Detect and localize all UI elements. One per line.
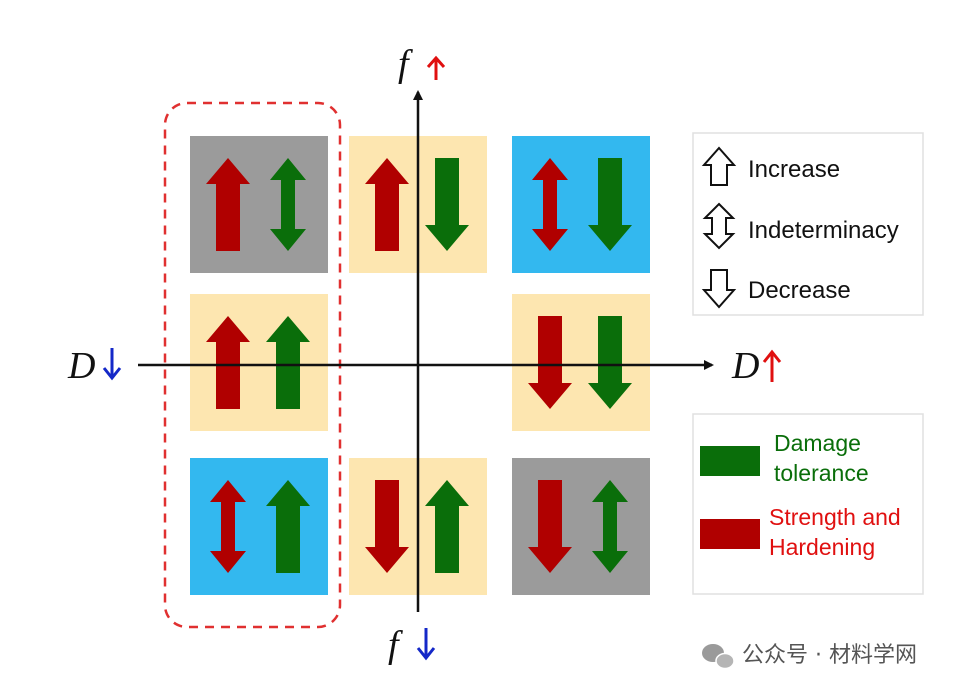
f-bottom-blue-down-arrow-icon [416, 628, 436, 661]
damage-tolerance-label-line1: Damage [774, 430, 861, 456]
strength-down-arrow-icon [528, 316, 572, 409]
damage-tolerance-updown-arrow-icon [270, 158, 306, 251]
strength-up-arrow-icon [365, 158, 409, 251]
cell-background [190, 136, 328, 273]
cell-r2c2 [512, 458, 650, 595]
outline-updown-arrow-icon [702, 202, 736, 250]
damage-tolerance-up-arrow-icon [266, 480, 310, 573]
watermark-text: 公众号 · 材料学网 [742, 643, 917, 668]
color-legend-box [692, 413, 924, 595]
color-legend: Damage tolerance Strength and Hardening [692, 413, 924, 595]
damage-tolerance-up-arrow-icon [425, 480, 469, 573]
cell-r1c0 [190, 294, 328, 431]
strength-updown-arrow-icon [532, 158, 568, 251]
f-top-label: f [398, 43, 413, 85]
cell-r0c2 [512, 136, 650, 273]
D-left-blue-down-arrow-icon [102, 348, 122, 381]
cell-background [512, 136, 650, 273]
strength-up-arrow-icon [206, 158, 250, 251]
legend-decrease-label: Decrease [748, 277, 851, 304]
cell-r0c0 [190, 136, 328, 273]
cell-r2c0 [190, 458, 328, 595]
strength-up-arrow-icon [206, 316, 250, 409]
watermark: 公众号 · 材料学网 [702, 643, 917, 670]
damage-tolerance-up-arrow-icon [266, 316, 310, 409]
D-left-label: D [67, 345, 95, 387]
cells-layer [190, 136, 650, 595]
damage-tolerance-down-arrow-icon [588, 158, 632, 251]
cell-background [190, 458, 328, 595]
legend-indeterminacy-label: Indeterminacy [748, 217, 899, 244]
strength-down-arrow-icon [365, 480, 409, 573]
damage-tolerance-down-arrow-icon [588, 316, 632, 409]
damage-tolerance-label-line2: tolerance [774, 460, 869, 486]
cell-background [512, 458, 650, 595]
damage-tolerance-swatch [700, 446, 760, 476]
strength-down-arrow-icon [528, 480, 572, 573]
D-right-red-up-arrow-icon [762, 349, 782, 382]
cell-background [190, 294, 328, 431]
cell-background [512, 294, 650, 431]
D-right-label: D [731, 345, 759, 387]
arrow-legend: Increase Indeterminacy Decrease [692, 132, 924, 316]
strength-updown-arrow-icon [210, 480, 246, 573]
strength-hardening-label-line2: Hardening [769, 534, 875, 560]
f-top-red-up-arrow-icon [426, 55, 446, 80]
damage-tolerance-updown-arrow-icon [592, 480, 628, 573]
legend-increase-label: Increase [748, 156, 840, 183]
strength-hardening-swatch [700, 519, 760, 549]
outline-up-arrow-icon [701, 146, 737, 186]
f-bottom-label: f [388, 624, 403, 666]
wechat-icon-small [715, 652, 735, 670]
strength-hardening-label-line1: Strength and [769, 504, 901, 530]
damage-tolerance-down-arrow-icon [425, 158, 469, 251]
cell-r1c2 [512, 294, 650, 431]
outline-down-arrow-icon [701, 269, 737, 309]
